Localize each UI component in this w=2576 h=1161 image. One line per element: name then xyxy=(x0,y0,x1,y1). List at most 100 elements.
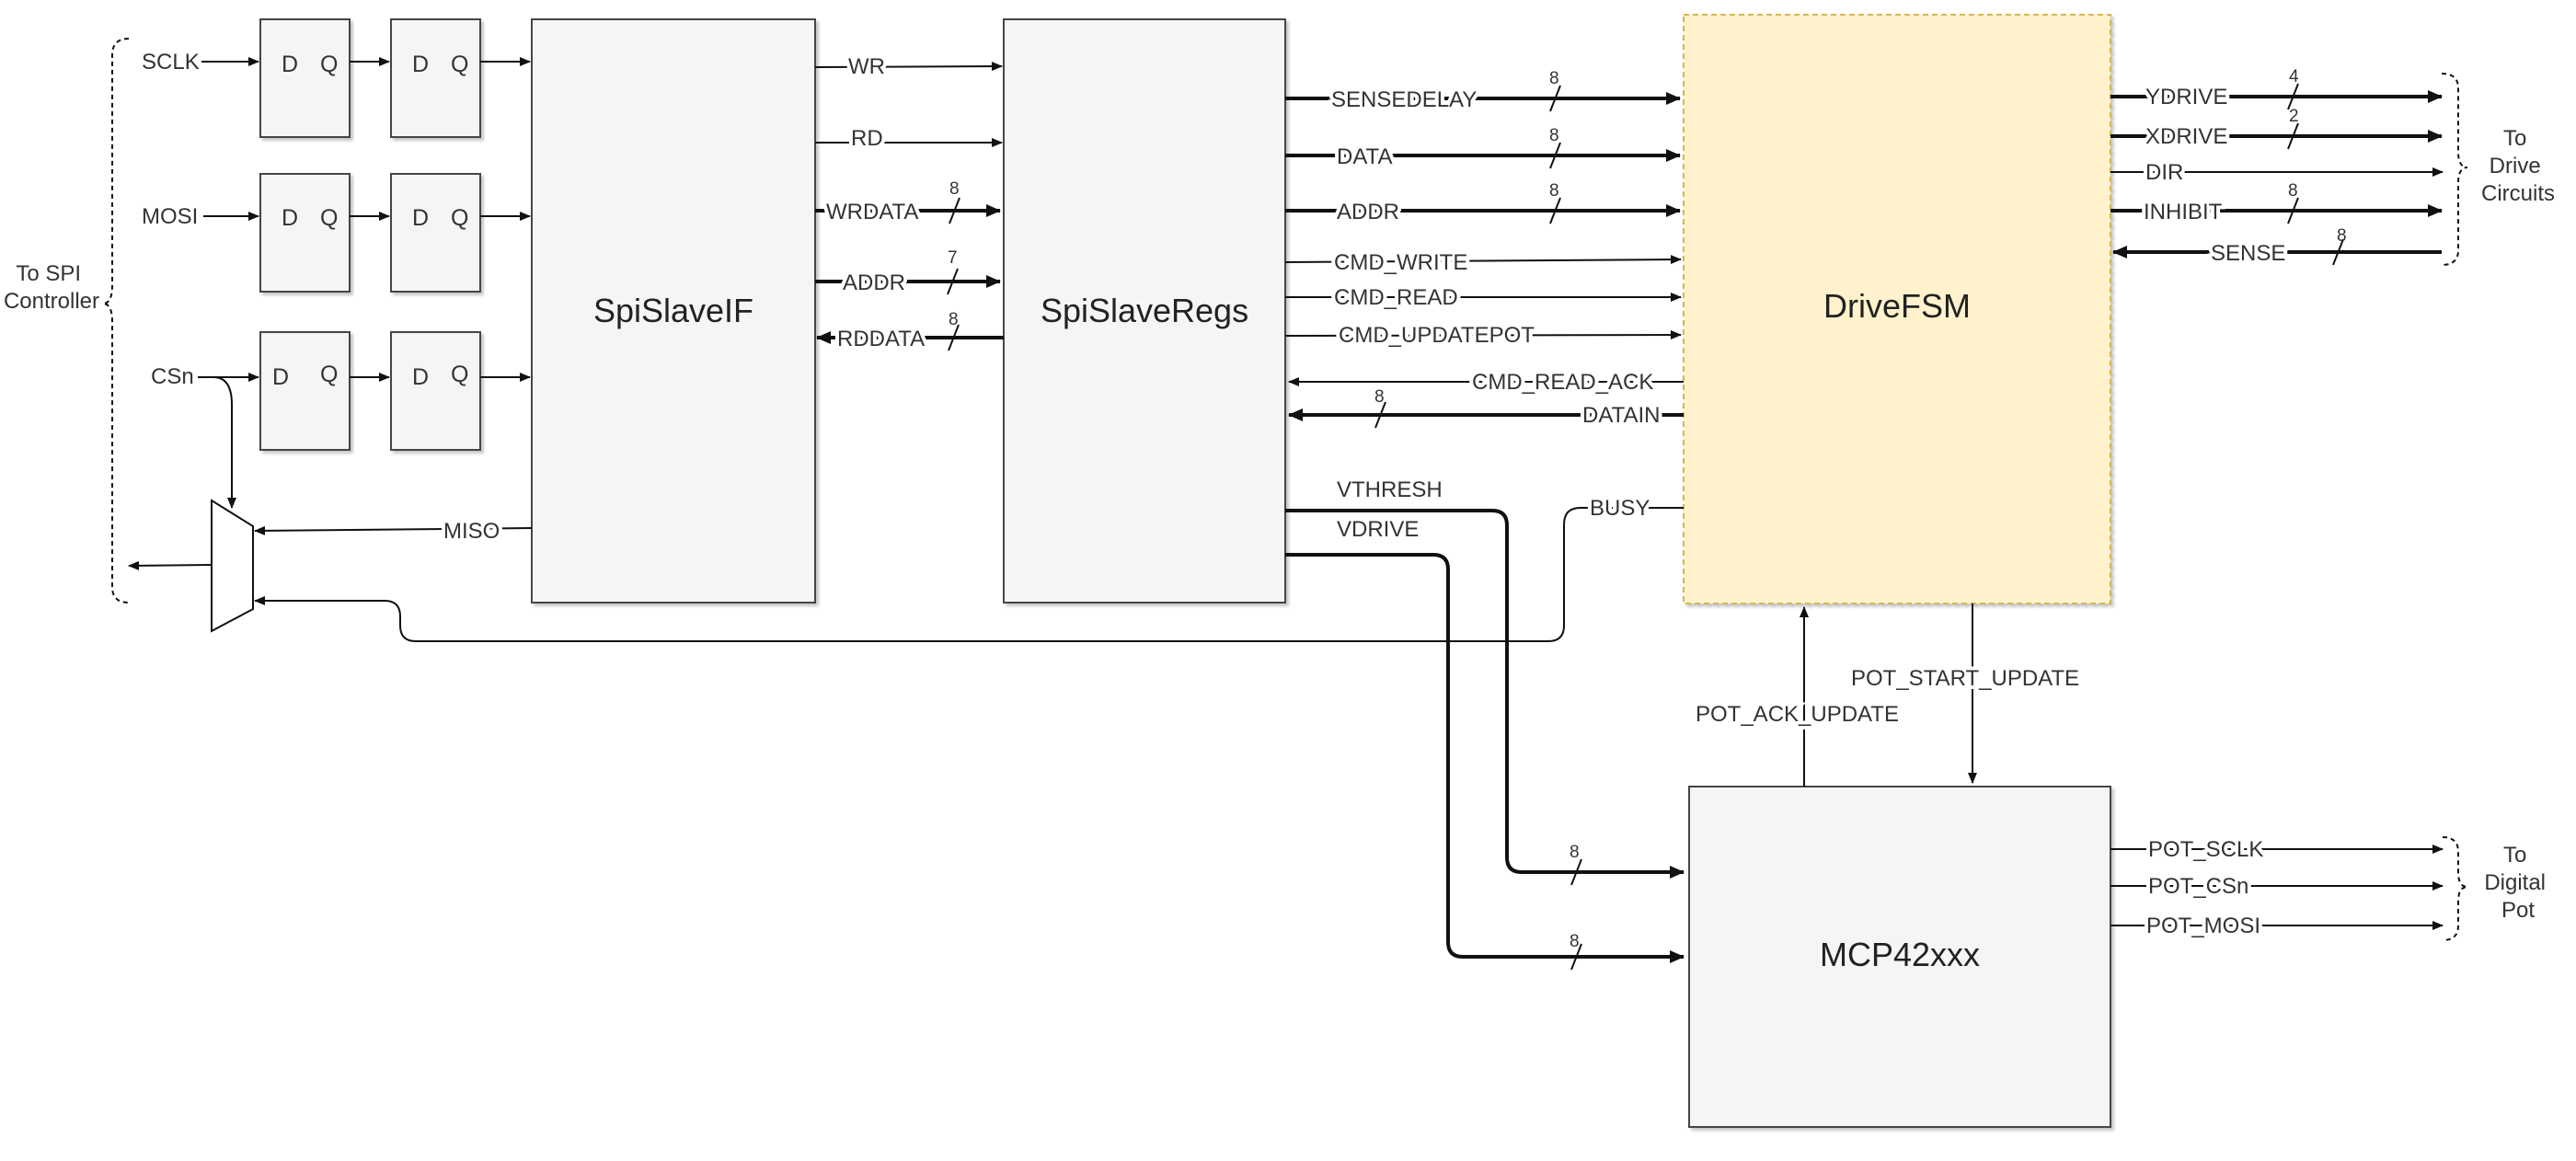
cmd-updatepot-label: CMD_UPDATEPOT xyxy=(1339,323,1535,348)
wr-wire xyxy=(814,62,1003,72)
flipflop xyxy=(259,173,351,293)
flipflop xyxy=(390,18,481,138)
spi-controller-label: To SPI Controller xyxy=(4,261,99,314)
flipflop xyxy=(390,173,481,293)
cmd-write-label: CMD_WRITE xyxy=(1334,250,1467,275)
sensedelay-width: 8 xyxy=(1549,69,1559,88)
bus-width-tick xyxy=(948,324,960,351)
spi-slave-if-block xyxy=(531,18,816,603)
sense-width: 8 xyxy=(2337,226,2347,246)
rddata-width: 8 xyxy=(949,310,959,329)
bus-width-tick xyxy=(1570,858,1582,886)
sense-label: SENSE xyxy=(2211,241,2285,266)
csn-label: CSn xyxy=(151,364,194,389)
bus-width-tick xyxy=(1374,401,1386,429)
drive-outputs: YDRIVE 4 XDRIVE 2 DIR INHIBIT 8 SENSE 8 xyxy=(2110,67,2444,270)
cmd-write-wire xyxy=(1284,255,1682,265)
wrdata-label: WRDATA xyxy=(826,200,918,224)
digital-pot-line-1: To xyxy=(2503,843,2526,868)
fsm-addr-width: 8 xyxy=(1549,181,1559,201)
vthresh-width: 8 xyxy=(1570,843,1580,862)
addr-label: ADDR xyxy=(843,270,905,295)
drive-circuits-line-1: To xyxy=(2503,126,2526,151)
flipflop-d-label: D xyxy=(282,52,298,77)
sclk-synchronizer: D Q D Q xyxy=(259,18,481,138)
bus-width-tick xyxy=(1549,85,1561,112)
flipflop-d-label: D xyxy=(412,52,429,77)
spi-slave-regs-block xyxy=(1003,18,1286,603)
vdrive-label: VDRIVE xyxy=(1337,517,1419,542)
flipflop-q-label: Q xyxy=(320,362,338,387)
miso-mux xyxy=(211,499,254,633)
miso-wire xyxy=(254,525,533,535)
bus-width-tick xyxy=(1549,142,1561,169)
regs-fsm-bus: SENSEDELAY 8 DATA 8 ADDR 8 CMD_WRITE CMD… xyxy=(1284,69,1684,431)
if-regs-bus: WR RD WRDATA 8 ADDR 7 RDDATA 8 xyxy=(814,51,1004,355)
flipflop-d-label: D xyxy=(282,205,298,231)
cmd-updatepot-wire xyxy=(1284,330,1682,340)
vthresh-label: VTHRESH xyxy=(1337,477,1443,502)
spi-controller-line-1: To SPI xyxy=(16,261,81,286)
drive-circuits-brace xyxy=(2441,73,2468,266)
pot-csn-label: POT_CSn xyxy=(2148,874,2248,899)
data-label: DATA xyxy=(1337,144,1392,169)
fsm-addr-label: ADDR xyxy=(1337,200,1399,224)
digital-pot-brace xyxy=(2442,836,2468,941)
digital-pot-line-3: Pot xyxy=(2501,898,2535,923)
rd-label: RD xyxy=(851,126,883,151)
datain-width: 8 xyxy=(1374,387,1385,407)
mosi-synchronizer: D Q D Q xyxy=(259,173,481,293)
drive-fsm-title: DriveFSM xyxy=(1823,287,1971,325)
data-width: 8 xyxy=(1549,126,1559,145)
cmd-read-label: CMD_READ xyxy=(1334,285,1458,310)
sclk-label: SCLK xyxy=(142,50,200,75)
xdrive-label: XDRIVE xyxy=(2145,124,2227,149)
bus-width-tick xyxy=(1549,197,1561,224)
flipflop-q-label: Q xyxy=(451,362,468,387)
spi-controller-line-2: Controller xyxy=(4,289,99,314)
vdrive-width: 8 xyxy=(1570,932,1580,951)
flipflop xyxy=(259,331,351,451)
xdrive-width: 2 xyxy=(2289,107,2299,126)
flipflop-d-label: D xyxy=(412,205,429,231)
flipflop-q-label: Q xyxy=(451,52,468,77)
pot-sclk-label: POT_SCLK xyxy=(2148,837,2263,862)
spi-controller-brace xyxy=(102,38,130,603)
spi-slave-regs-title: SpiSlaveRegs xyxy=(1041,292,1248,329)
bus-width-tick xyxy=(2287,83,2299,110)
bus-width-tick xyxy=(2287,197,2299,224)
flipflop-d-label: D xyxy=(412,364,429,390)
flipflop-d-label: D xyxy=(272,364,289,390)
miso-label: MISO xyxy=(443,519,500,544)
flipflop-q-label: Q xyxy=(320,205,338,231)
bus-width-tick xyxy=(1570,943,1582,971)
inhibit-label: INHIBIT xyxy=(2144,200,2223,224)
csn-to-mux-select xyxy=(213,376,236,509)
bus-width-tick xyxy=(2287,122,2299,150)
mosi-label: MOSI xyxy=(142,204,198,229)
mcp42xxx-title: MCP42xxx xyxy=(1820,936,1980,973)
drive-circuits-line-3: Circuits xyxy=(2481,181,2555,206)
rddata-label: RDDATA xyxy=(837,327,925,351)
digital-pot-label: To Digital Pot xyxy=(2484,843,2551,923)
drive-fsm-block xyxy=(1683,14,2111,604)
datain-label: DATAIN xyxy=(1582,403,1660,428)
drive-circuits-label: To Drive Circuits xyxy=(2481,126,2555,206)
addr-width: 7 xyxy=(948,248,958,268)
bus-width-tick xyxy=(949,197,960,224)
pot-outputs: POT_SCLK POT_CSn POT_MOSI xyxy=(2110,833,2444,942)
inhibit-width: 8 xyxy=(2288,181,2298,201)
ydrive-width: 4 xyxy=(2289,67,2299,86)
wr-label: WR xyxy=(848,54,885,79)
pot-mosi-label: POT_MOSI xyxy=(2146,914,2260,938)
mcp42xxx-block xyxy=(1688,786,2111,1128)
busy-label: BUSY xyxy=(1590,496,1650,521)
flipflop xyxy=(259,18,351,138)
sensedelay-label: SENSEDELAY xyxy=(1331,87,1477,112)
mux-out-wire xyxy=(128,560,213,570)
flipflop-q-label: Q xyxy=(320,52,338,77)
digital-pot-line-2: Digital xyxy=(2484,870,2546,895)
spi-slave-if-title: SpiSlaveIF xyxy=(593,292,753,329)
bus-width-tick xyxy=(947,268,959,295)
